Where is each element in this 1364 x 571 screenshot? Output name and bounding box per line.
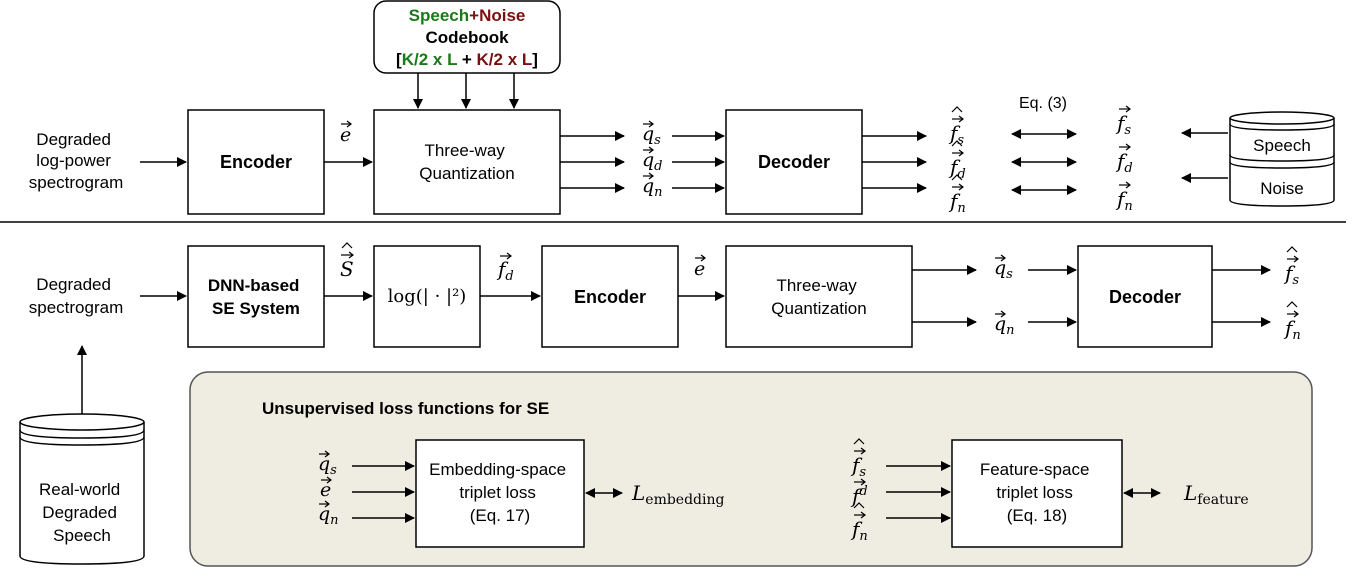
- top-decoder-label: Decoder: [758, 152, 830, 172]
- svg-text:fd: fd: [1115, 149, 1133, 176]
- top-q-n: qn: [642, 172, 663, 200]
- L-embedding: Lembedding: [631, 481, 725, 508]
- top-quant-label: Three-way Quantization: [419, 141, 514, 183]
- bottom-quant-box: [725, 245, 913, 348]
- bottom-f-d: fd: [496, 252, 514, 284]
- bottom-q-n: qn: [994, 310, 1015, 338]
- top-e-vector: e: [340, 120, 352, 146]
- loss-panel-title: Unsupervised loss functions for SE: [262, 399, 549, 418]
- bottom-fhat-s: fs: [1283, 246, 1299, 288]
- real-world-database: Real-world Degraded Speech: [19, 413, 145, 565]
- speech-noise-database: Speech Noise: [1229, 111, 1335, 207]
- svg-text:qs: qs: [994, 257, 1013, 282]
- db-speech-label: Speech: [1253, 136, 1311, 155]
- codebook-box: [373, 0, 561, 74]
- svg-text:fn: fn: [1283, 316, 1301, 343]
- svg-text:e: e: [694, 258, 705, 280]
- bottom-decoder-label: Decoder: [1109, 287, 1181, 307]
- eq3-label: Eq. (3): [1019, 95, 1067, 112]
- svg-text:qn: qn: [642, 175, 663, 200]
- bottom-fhat-n: fn: [1283, 301, 1301, 343]
- s-hat-vector: S: [340, 242, 354, 281]
- dnn-se-label: DNN-based SE System: [208, 276, 304, 318]
- top-f-d: fd: [1115, 143, 1133, 176]
- log-power-label: log(| · |²): [388, 286, 467, 307]
- top-decoder-box: [725, 109, 863, 215]
- svg-text:fs: fs: [948, 121, 964, 148]
- feature-loss-label: Feature-space triplet loss (Eq. 18): [980, 460, 1094, 525]
- feature-loss-box: [951, 439, 1123, 548]
- L-feature: Lfeature: [1183, 481, 1249, 508]
- svg-text:fn: fn: [948, 189, 966, 216]
- top-input-label: Degraded log-power spectrogram: [29, 130, 123, 192]
- svg-text:fn: fn: [1115, 187, 1133, 214]
- svg-text:e: e: [340, 124, 351, 146]
- feat-input-fn: fn: [850, 502, 868, 544]
- bottom-encoder-label: Encoder: [574, 287, 646, 307]
- bottom-q-s: qs: [994, 254, 1013, 282]
- svg-text:e: e: [320, 479, 331, 501]
- codebook-title: Codebook: [425, 28, 509, 47]
- top-encoder-box: [187, 109, 325, 215]
- svg-text:qs: qs: [642, 123, 661, 148]
- top-encoder-label: Encoder: [220, 152, 292, 172]
- embedding-loss-label: Embedding-space triplet loss (Eq. 17): [429, 460, 571, 525]
- top-f-n: fn: [1115, 181, 1133, 214]
- svg-text:fd: fd: [496, 257, 514, 284]
- dnn-se-box: [187, 245, 325, 348]
- db-noise-label: Noise: [1260, 179, 1303, 198]
- bottom-encoder-box: [541, 245, 679, 348]
- top-q-s: qs: [642, 120, 661, 148]
- codebook-speech-noise: Speech+Noise: [409, 6, 526, 25]
- codebook-dims: [K/2 x L + K/2 x L]: [396, 50, 538, 69]
- bottom-input-label: Degraded spectrogram: [29, 275, 123, 317]
- bottom-e-vector: e: [694, 254, 706, 280]
- top-q-d: qd: [642, 146, 663, 174]
- top-f-s: fs: [1115, 105, 1131, 138]
- svg-text:fs: fs: [1283, 261, 1299, 288]
- real-world-db-label: Real-world Degraded Speech: [39, 480, 125, 545]
- log-power-box: [373, 245, 481, 348]
- bottom-decoder-box: [1077, 245, 1213, 348]
- svg-text:qn: qn: [994, 313, 1015, 338]
- svg-text:fd: fd: [948, 155, 966, 182]
- embedding-loss-box: [415, 439, 585, 548]
- emb-input-e: e: [320, 476, 332, 501]
- svg-text:fs: fs: [1115, 111, 1131, 138]
- top-quant-box: [373, 109, 561, 215]
- svg-text:S: S: [340, 257, 354, 281]
- svg-text:qd: qd: [642, 149, 663, 174]
- bottom-quant-label: Three-way Quantization: [771, 276, 866, 318]
